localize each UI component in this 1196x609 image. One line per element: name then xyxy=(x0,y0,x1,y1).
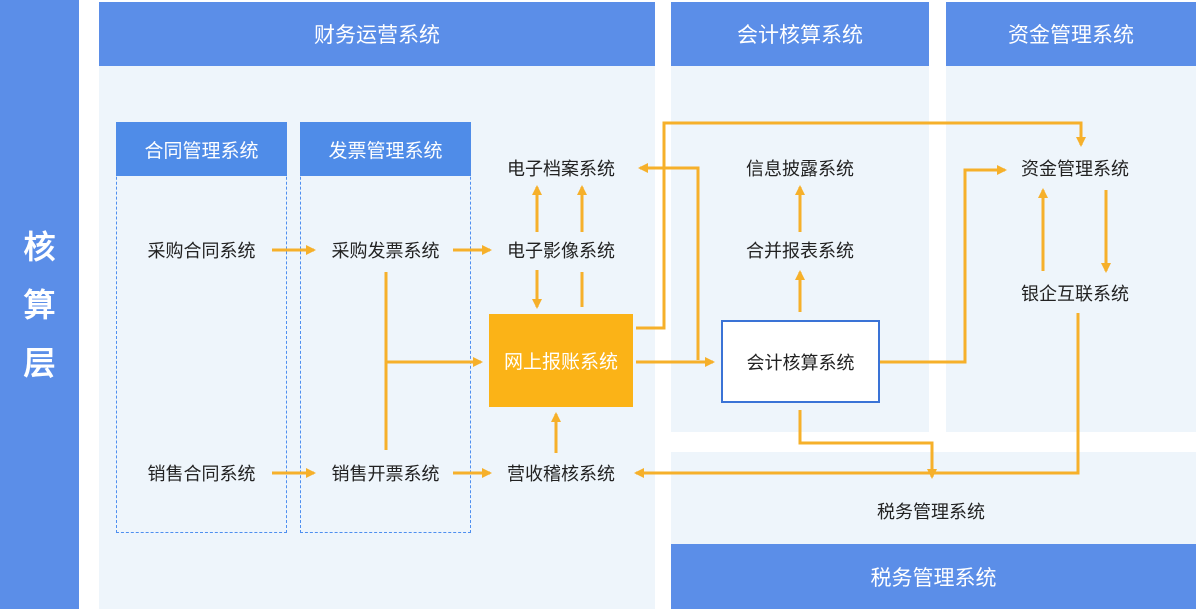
node-info-disclosure: 信息披露系统 xyxy=(746,159,854,180)
side-label: 核 算 层 xyxy=(0,0,79,609)
node-consolidated-report: 合并报表系统 xyxy=(746,241,854,262)
node-tax-system: 税务管理系统 xyxy=(877,502,985,523)
node-e-archive: 电子档案系统 xyxy=(507,159,615,180)
header-tax: 税务管理系统 xyxy=(671,544,1196,609)
side-char-2: 算 xyxy=(23,285,56,324)
node-accounting-system: 会计核算系统 xyxy=(721,320,880,403)
node-purchase-contract: 采购合同系统 xyxy=(147,241,256,262)
node-revenue-audit: 营收稽核系统 xyxy=(507,464,615,485)
node-funds-system: 资金管理系统 xyxy=(1021,159,1129,180)
side-char-1: 核 xyxy=(23,227,56,266)
header-funds: 资金管理系统 xyxy=(946,2,1196,66)
node-sales-contract: 销售合同系统 xyxy=(147,464,256,485)
header-accounting: 会计核算系统 xyxy=(671,2,929,66)
node-sales-invoice: 销售开票系统 xyxy=(331,464,440,485)
funds-panel xyxy=(946,66,1196,432)
node-bank-link: 银企互联系统 xyxy=(1021,284,1129,305)
invoice-group-title: 发票管理系统 xyxy=(300,122,471,176)
header-finance: 财务运营系统 xyxy=(99,2,655,66)
node-e-image: 电子影像系统 xyxy=(507,241,615,262)
side-char-3: 层 xyxy=(23,343,56,382)
node-online-reimb: 网上报账系统 xyxy=(489,314,633,407)
contract-group-title: 合同管理系统 xyxy=(116,122,287,176)
node-purchase-invoice: 采购发票系统 xyxy=(331,241,440,262)
